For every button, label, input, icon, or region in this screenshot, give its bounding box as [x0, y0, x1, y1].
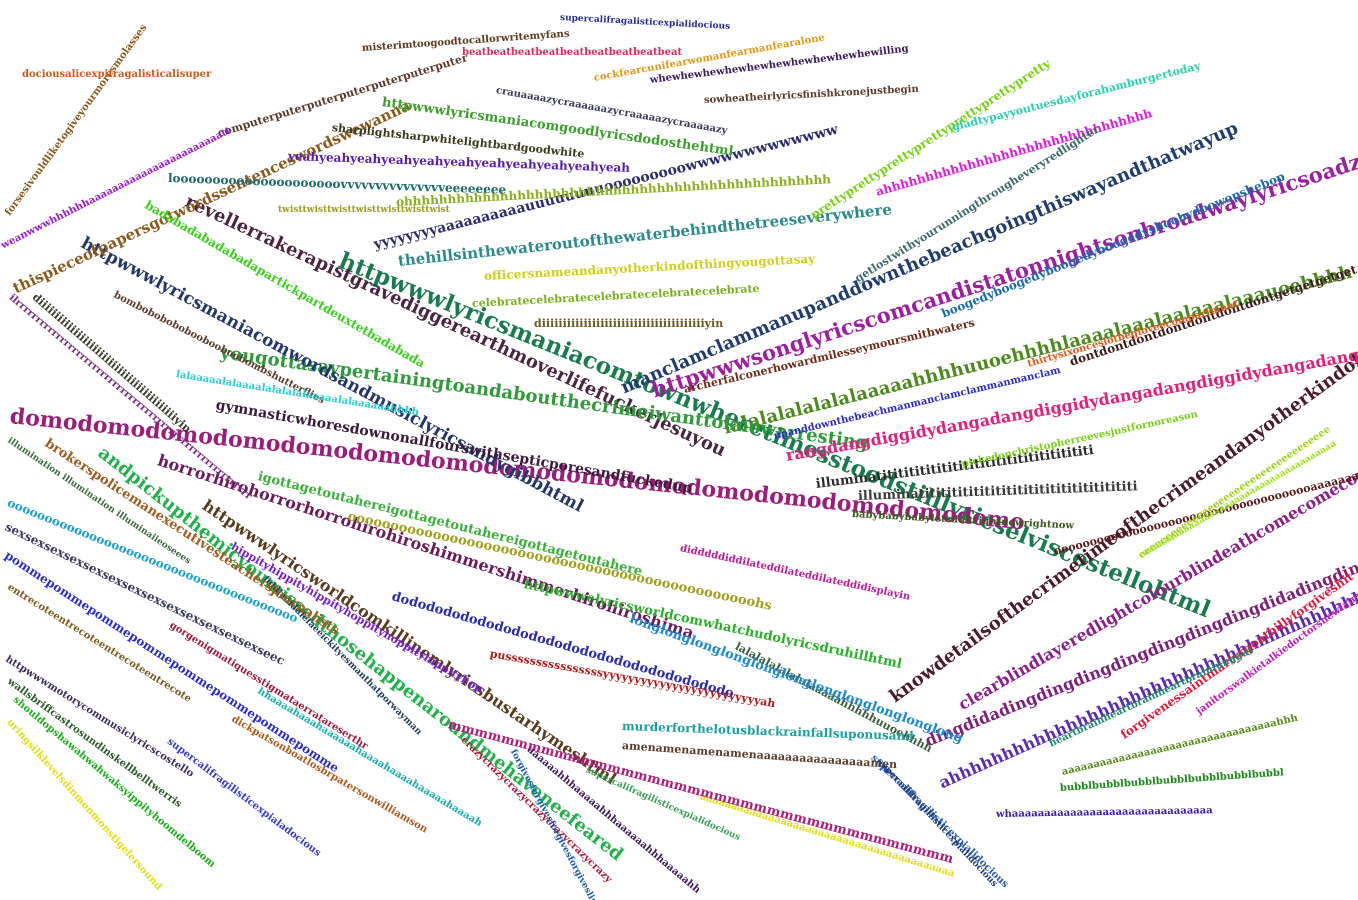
word: prettyprettyprettyprettyprettyprettypret…	[808, 56, 1054, 222]
word: supercalifragalisticexpialidocious	[559, 13, 731, 32]
word: beatbeatbeatbeatbeatbeatbeatbeatbeat	[462, 47, 683, 58]
word: sowheatheirlyricsfinishkronejustbegin	[703, 83, 919, 106]
word: amenamenamenamenaaaaaaaaaaaaaaaamen	[621, 739, 898, 772]
word: celebratecelebratecelebratecelebratecele…	[471, 281, 760, 310]
word: dociousalicexpifragalisticalisuper	[22, 69, 212, 80]
word: forsesivouldliketogiveyourmoresmolasses	[3, 22, 150, 218]
word: whaaaaaaaaaaaaaaaaaaaaaaaaaaaaaaa	[995, 805, 1213, 820]
word: clearblindlayeredlightcolourblindeathcom…	[955, 431, 1358, 714]
word: bubblbubblbubblbubblbubblbubblbubbl	[1059, 767, 1285, 794]
word: diiiiiiiiiiiiiiiiiiiiiiiiiiiiiiiiiiiiiii…	[534, 317, 724, 330]
word: twisttwisttwisttwisttwisttwisttwist	[278, 205, 450, 215]
word: officersnameandanyotherkindofthingyougot…	[483, 251, 816, 283]
